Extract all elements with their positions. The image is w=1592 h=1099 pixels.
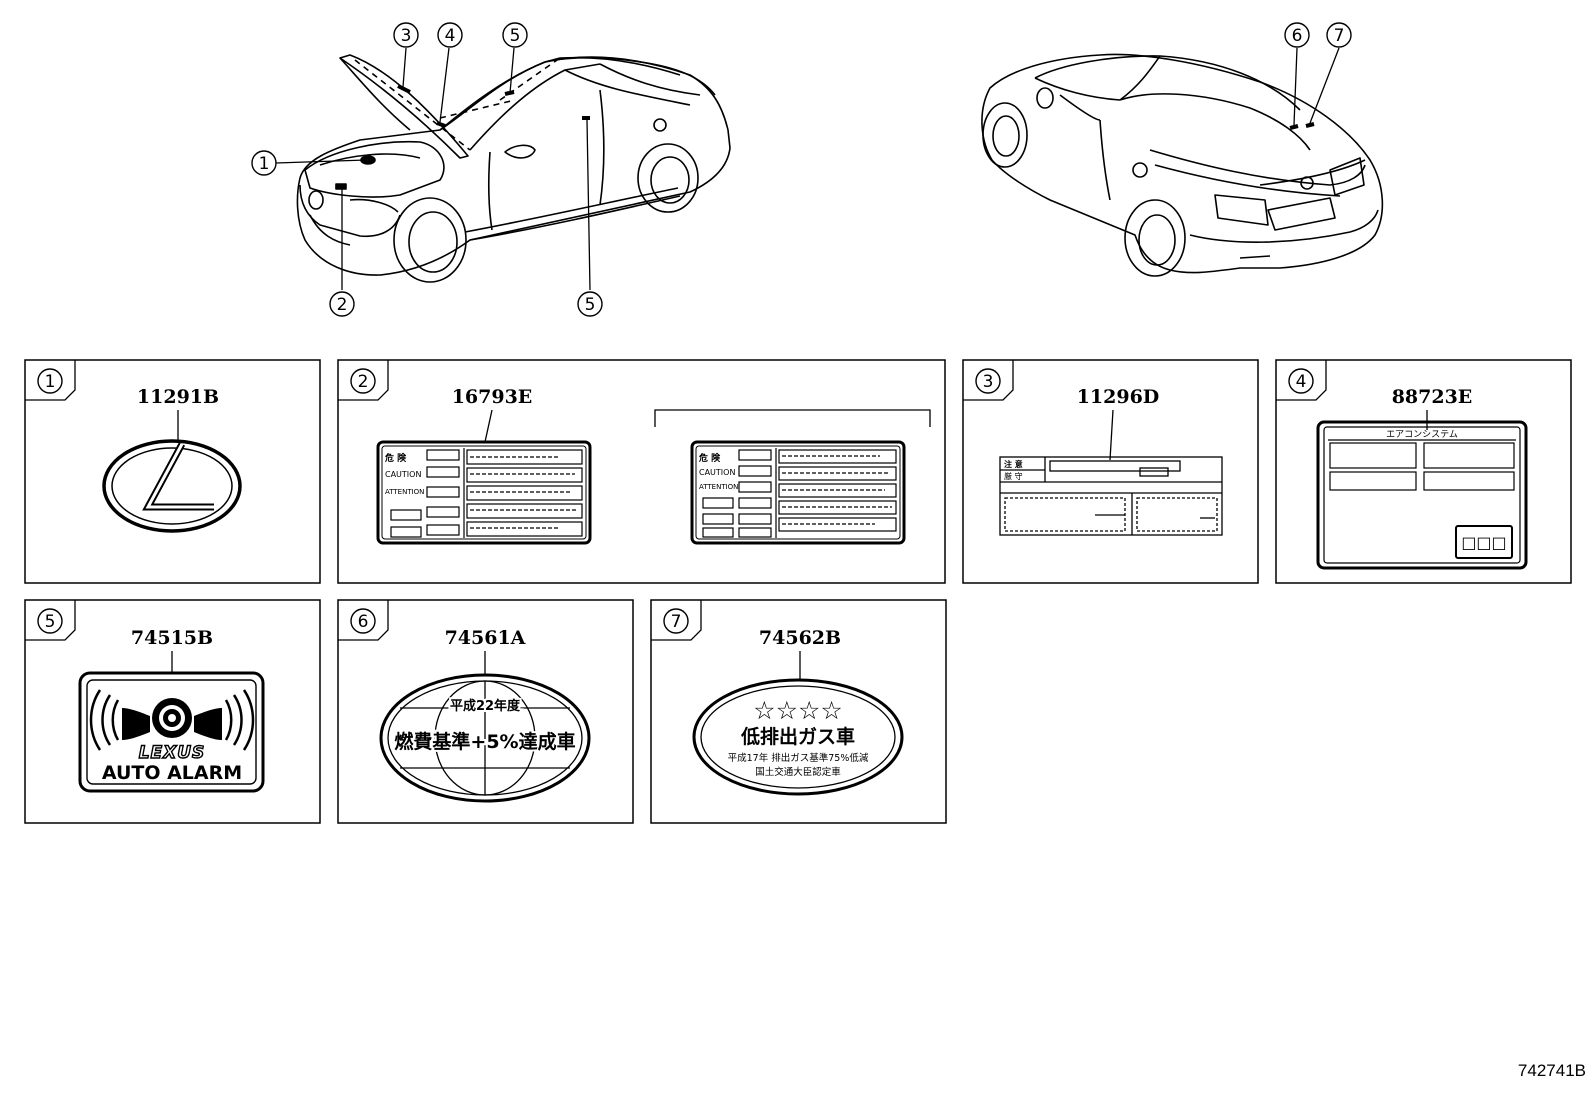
- panel-6-callout: [350, 608, 376, 634]
- rear-car-callouts: 6 7: [1284, 22, 1352, 48]
- emission-main: 低排出ガス車: [740, 725, 855, 748]
- svg-text:4: 4: [445, 26, 456, 46]
- low-emission-label: [692, 678, 904, 796]
- reference-code: 742741B: [1517, 1061, 1586, 1080]
- notice-header: 注 意: [1004, 459, 1023, 469]
- caution-a-attention: ATTENTION: [385, 488, 424, 496]
- svg-text:5: 5: [585, 295, 596, 315]
- svg-text:2: 2: [337, 295, 348, 315]
- notice-sub: 厳 守: [1004, 471, 1023, 481]
- aircon-box-text: □□□: [1461, 533, 1506, 552]
- svg-text:5: 5: [510, 26, 521, 46]
- callout-2-front: 2: [329, 291, 355, 317]
- panel-3: 3 11296D 注 意 厳 守: [962, 359, 1259, 584]
- panel-6-part-number: 74561A: [445, 627, 526, 649]
- panel-6: 6 74561A 平成22年度 燃費基準+5%達成車: [337, 599, 634, 824]
- panel-7-callout: [663, 608, 689, 634]
- callout-7-rear: 7: [1326, 22, 1352, 48]
- rear-car-illustration: [981, 53, 1384, 277]
- panel-5-number: 5: [45, 612, 56, 632]
- caution-label-a: 危 険 CAUTION ATTENTION: [376, 440, 592, 545]
- alarm-icon: [89, 689, 255, 751]
- fuel-year: 平成22年度: [450, 698, 521, 714]
- panel-3-part-number: 11296D: [1077, 386, 1160, 408]
- aircon-title: エアコンシステム: [1386, 429, 1458, 440]
- panel-7: 7 74562B ☆☆☆☆ 低排出ガス車 平成17年 排出ガス基準75%低減 国…: [650, 599, 947, 824]
- callout-4-front: 4: [437, 22, 463, 48]
- panel-4: 4 88723E エアコンシステム □□□: [1275, 359, 1572, 584]
- svg-text:1: 1: [259, 154, 270, 174]
- caution-label-b: 危 険 CAUTION ATTENTION: [690, 440, 906, 545]
- alarm-brand: LEXUS: [139, 743, 206, 763]
- lexus-emblem: [102, 439, 242, 533]
- front-car-leaders: [275, 47, 591, 291]
- panel-1-part-number: 11291B: [137, 386, 219, 408]
- callout-5-front-bottom: 5: [577, 291, 603, 317]
- panel-4-callout: [1288, 368, 1314, 394]
- panel-7-number: 7: [671, 612, 682, 632]
- panel-3-callout: [975, 368, 1001, 394]
- emission-stars: ☆☆☆☆: [753, 696, 843, 725]
- callout-5-front-top: 5: [502, 22, 528, 48]
- panel-1-number: 1: [45, 372, 56, 392]
- svg-text:3: 3: [401, 26, 412, 46]
- panel-3-number: 3: [983, 372, 994, 392]
- rear-car-leaders: [1293, 47, 1340, 126]
- svg-text:6: 6: [1292, 26, 1303, 46]
- emission-sub2: 国土交通大臣認定車: [755, 766, 841, 778]
- notice-label: [999, 456, 1223, 536]
- auto-alarm-label: LEXUS AUTO ALARM: [78, 671, 265, 793]
- emission-sub1: 平成17年 排出ガス基準75%低減: [728, 752, 869, 764]
- panel-1: 1 11291B: [24, 359, 321, 584]
- front-car-callouts: 1 2 3 4 5 5: [251, 22, 603, 317]
- variant-bracket: [654, 409, 931, 427]
- callout-1-front: 1: [251, 150, 277, 176]
- fuel-standard-label: [379, 673, 591, 803]
- callout-6-rear: 6: [1284, 22, 1310, 48]
- panel-4-part-number: 88723E: [1392, 386, 1473, 408]
- callout-3-front: 3: [393, 22, 419, 48]
- svg-text:7: 7: [1334, 26, 1345, 46]
- panel-7-part-number: 74562B: [759, 627, 841, 649]
- front-car-illustration: [296, 54, 731, 283]
- panel-2-part-number: 16793E: [452, 386, 533, 408]
- caution-b-attention: ATTENTION: [699, 483, 738, 491]
- fuel-main: 燃費基準+5%達成車: [394, 730, 575, 753]
- panel-2: 2 16793E 危 険 CAUTION ATTENTION: [337, 359, 946, 584]
- panel-2-number: 2: [358, 372, 369, 392]
- panel-1-callout: [37, 368, 63, 394]
- panel-5-part-number: 74515B: [131, 627, 213, 649]
- panel-5-callout: [37, 608, 63, 634]
- panel-6-number: 6: [358, 612, 369, 632]
- panel-2-callout: [350, 368, 376, 394]
- caution-a-caution: CAUTION: [385, 470, 421, 479]
- caution-b-danger: 危 険: [698, 452, 721, 464]
- caution-b-caution: CAUTION: [699, 468, 735, 477]
- aircon-label: [1316, 420, 1528, 570]
- panel-5: 5 74515B LEXUS: [24, 599, 321, 824]
- panel-4-number: 4: [1296, 372, 1307, 392]
- alarm-text: AUTO ALARM: [102, 762, 242, 784]
- caution-a-danger: 危 険: [384, 452, 407, 464]
